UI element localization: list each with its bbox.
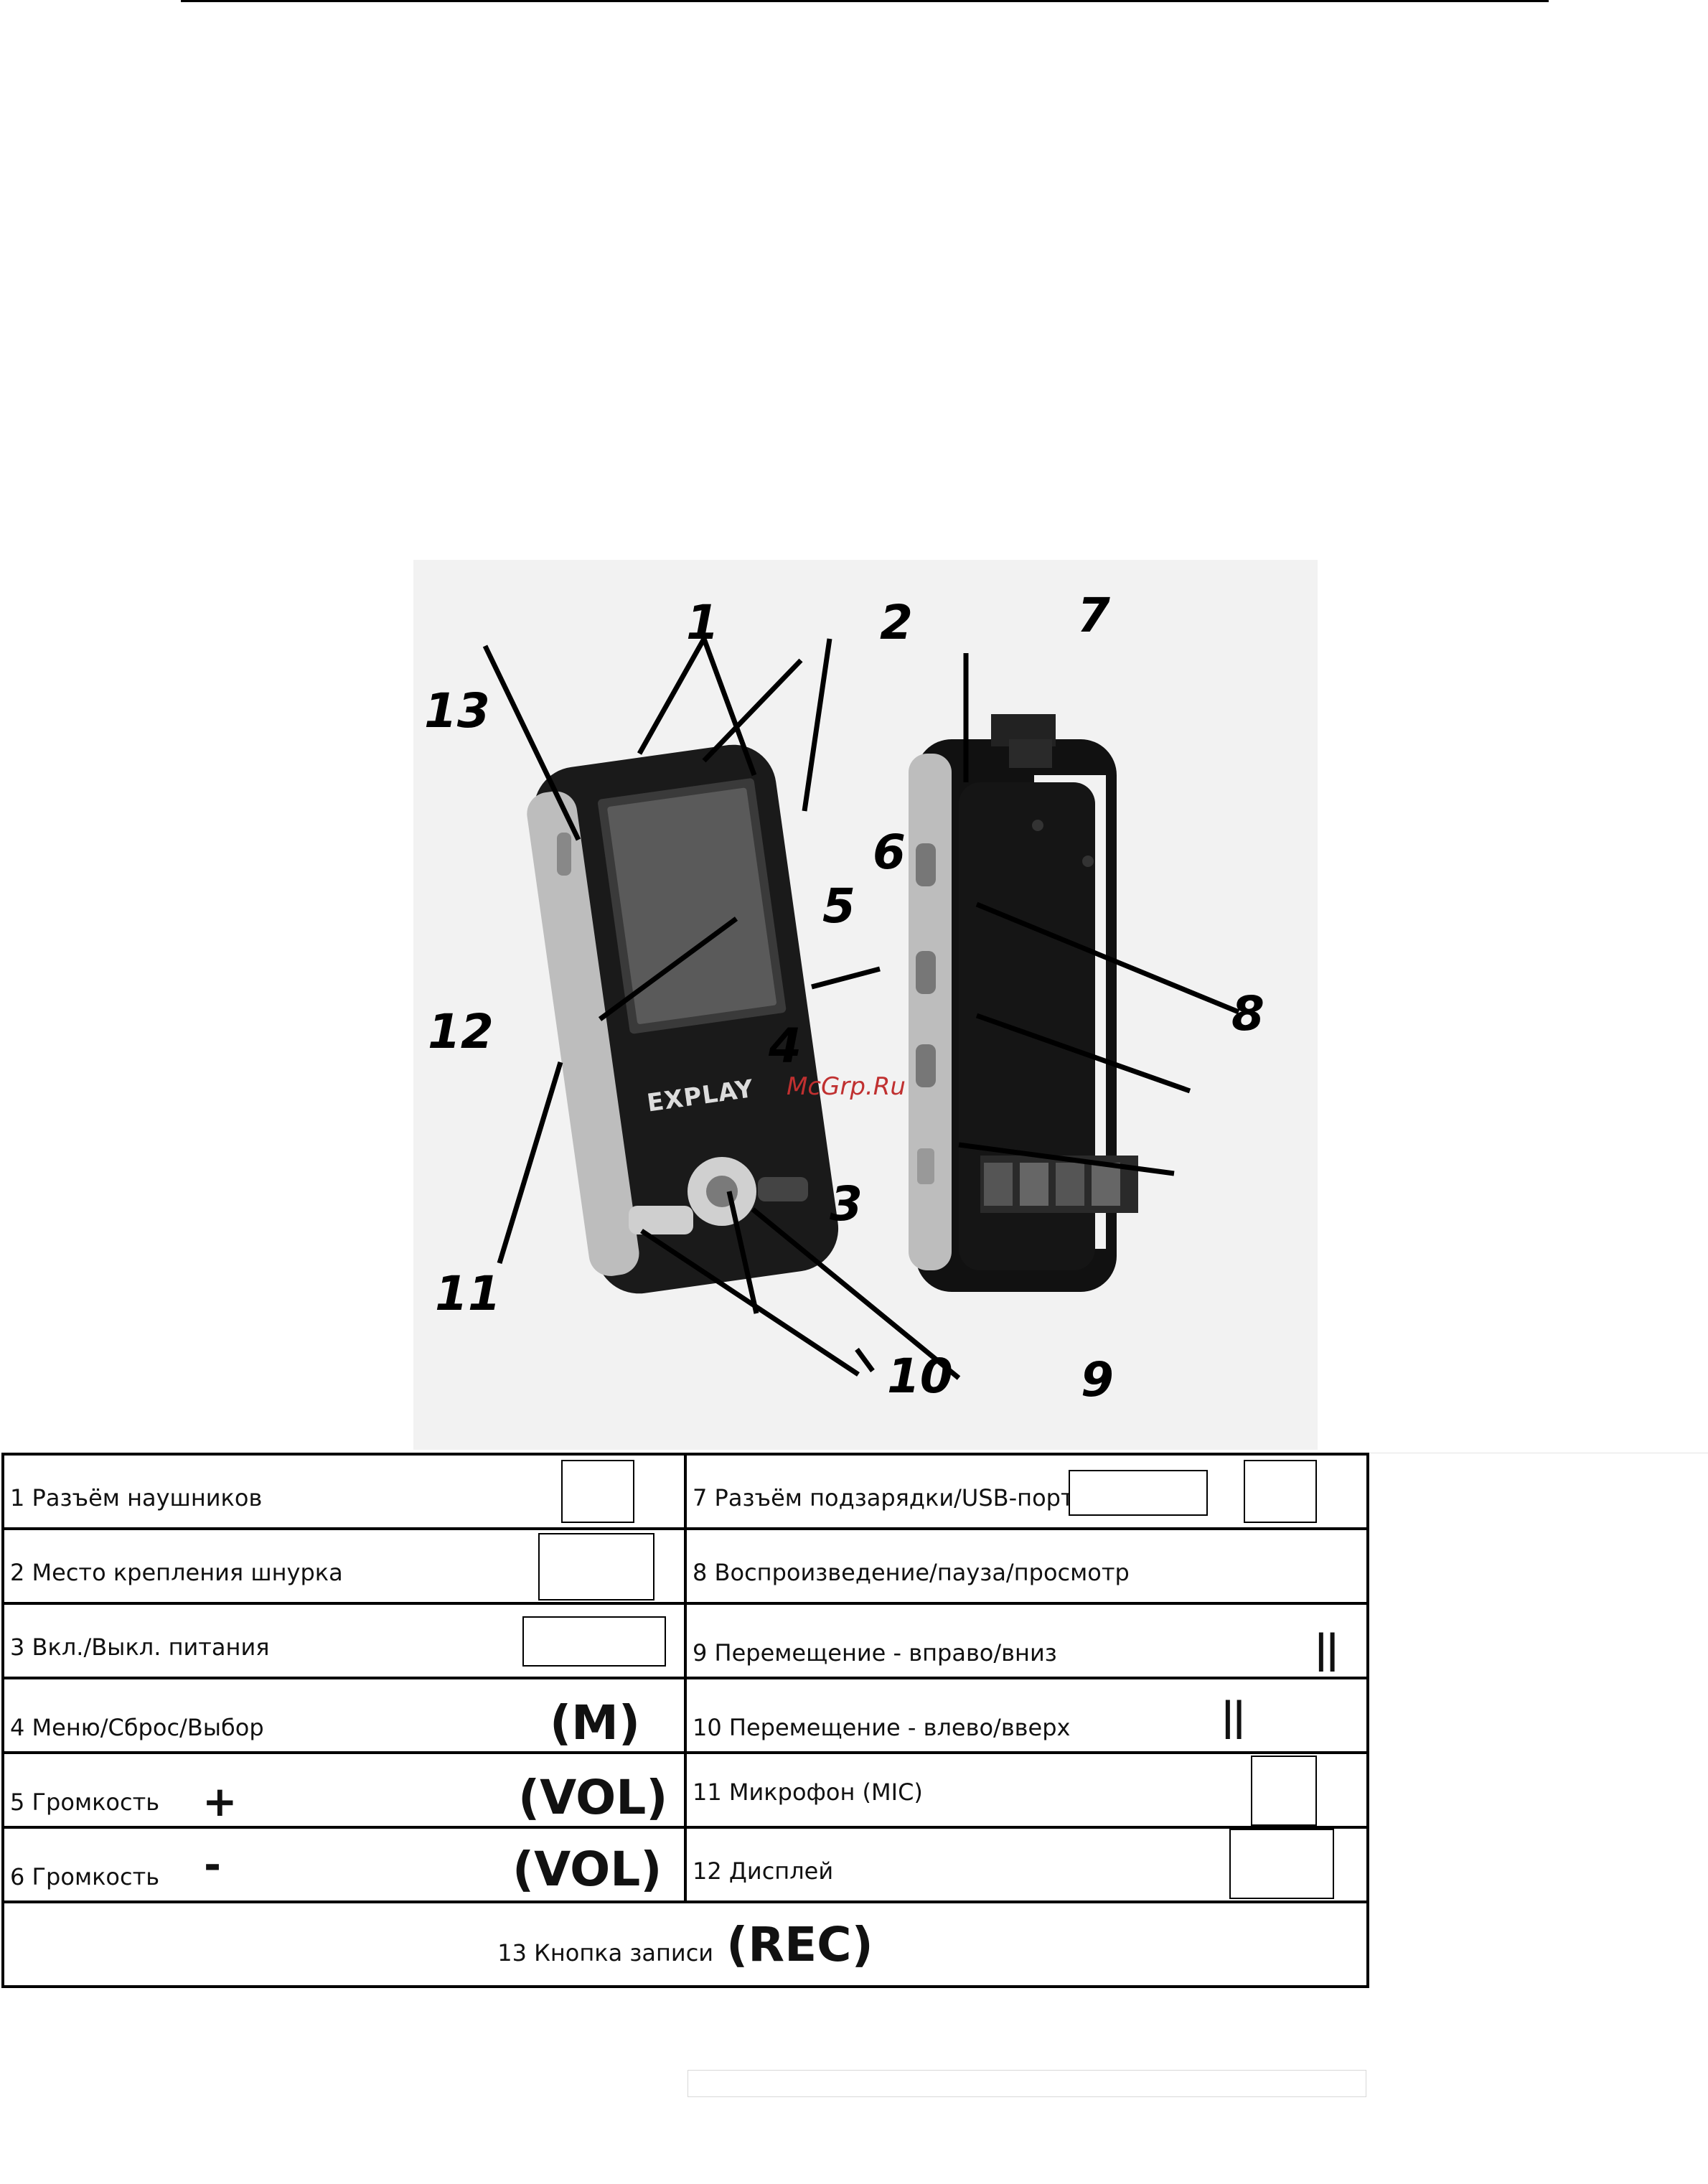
minus-symbol: -: [204, 1840, 222, 1889]
legend-cell: 5 Громкость + (VOL): [1, 1751, 687, 1829]
record-symbol: (REC): [726, 1916, 873, 1972]
legend-item-12: 12 Дисплей: [693, 1857, 834, 1885]
volume-down-symbol: (VOL): [512, 1842, 662, 1897]
callout-4: 4: [768, 1018, 802, 1074]
legend-item-4: 4 Меню/Сброс/Выбор: [10, 1714, 264, 1741]
callout-2: 2: [880, 595, 913, 650]
device-illustration: EXPLAY: [424, 588, 1264, 1407]
legend-cell: 11 Микрофон (MIC): [684, 1751, 1369, 1829]
plus-symbol: +: [202, 1777, 238, 1826]
front-device: EXPLAY: [527, 744, 839, 1294]
icon-placeholder-box: [1251, 1756, 1317, 1826]
icon-placeholder-box: [1069, 1470, 1208, 1516]
callout-1: 1: [686, 595, 719, 650]
legend-item-6: 6 Громкость: [10, 1863, 160, 1890]
table-row: 13 Кнопка записи (REC): [1, 1901, 1369, 1988]
legend-cell: 2 Место крепления шнурка: [1, 1527, 687, 1605]
callout-3: 3: [830, 1176, 863, 1232]
legend-cell: 12 Дисплей: [684, 1826, 1369, 1903]
legend-cell: 1 Разъём наушников: [1, 1453, 687, 1530]
legend-item-11: 11 Микрофон (MIC): [693, 1778, 923, 1806]
callout-12: 12: [428, 1004, 494, 1059]
legend-item-1: 1 Разъём наушников: [10, 1484, 263, 1512]
legend-item-13: 13 Кнопка записи: [497, 1939, 714, 1967]
back-device: [909, 714, 1138, 1292]
callout-8: 8: [1231, 986, 1264, 1041]
legend-cell: 9 Перемещение - вправо/вниз ||: [684, 1602, 1369, 1679]
table-row: 1 Разъём наушников 7 Разъём подзарядки/U…: [1, 1453, 1369, 1530]
table-row: 2 Место крепления шнурка 8 Воспроизведен…: [1, 1527, 1369, 1605]
icon-placeholder-box: [561, 1460, 634, 1523]
callout-13: 13: [424, 683, 490, 739]
legend-cell: 8 Воспроизведение/пауза/просмотр: [684, 1527, 1369, 1605]
callout-arrows: [482, 637, 969, 1265]
pause-icon: ||: [1314, 1626, 1340, 1672]
legend-item-5: 5 Громкость: [10, 1789, 160, 1816]
legend-cell: 6 Громкость - (VOL): [1, 1826, 687, 1903]
callout-7: 7: [1077, 588, 1110, 643]
callout-10: 10: [887, 1349, 953, 1404]
icon-placeholder-box: [1244, 1460, 1317, 1523]
legend-cell: 4 Меню/Сброс/Выбор (M): [1, 1677, 687, 1754]
callout-5: 5: [822, 878, 855, 934]
top-rule: [181, 0, 1549, 2]
legend-item-10: 10 Перемещение - влево/вверх: [693, 1714, 1071, 1741]
callout-6: 6: [873, 825, 906, 880]
legend-item-3: 3 Вкл./Выкл. питания: [10, 1634, 270, 1661]
device-figure: EXPLAY: [413, 560, 1318, 1450]
table-row: 3 Вкл./Выкл. питания 9 Перемещение - впр…: [1, 1602, 1369, 1679]
legend-item-9: 9 Перемещение - вправо/вниз: [693, 1639, 1057, 1667]
legend-cell: 10 Перемещение - влево/вверх ||: [684, 1677, 1369, 1754]
legend-cell: 7 Разъём подзарядки/USB-порт: [684, 1453, 1369, 1530]
watermark: McGrp.Ru: [787, 1072, 906, 1101]
legend-item-2: 2 Место крепления шнурка: [10, 1559, 343, 1586]
volume-up-symbol: (VOL): [518, 1770, 668, 1825]
callout-9: 9: [1081, 1352, 1114, 1407]
table-row: 5 Громкость + (VOL) 11 Микрофон (MIC): [1, 1751, 1369, 1829]
legend-cell: 3 Вкл./Выкл. питания: [1, 1602, 687, 1679]
faint-empty-row: [688, 2070, 1366, 2097]
legend-cell-wide: 13 Кнопка записи (REC): [1, 1901, 1369, 1988]
legend-table: 1 Разъём наушников 7 Разъём подзарядки/U…: [1, 1453, 1369, 1988]
table-row: 6 Громкость - (VOL) 12 Дисплей: [1, 1826, 1369, 1903]
callout-11: 11: [435, 1266, 501, 1321]
icon-placeholder-box: [538, 1533, 654, 1600]
legend-item-7: 7 Разъём подзарядки/USB-порт: [693, 1484, 1074, 1512]
table-row: 4 Меню/Сброс/Выбор (M) 10 Перемещение - …: [1, 1677, 1369, 1754]
icon-placeholder-box: [522, 1616, 666, 1667]
pause-icon: ||: [1221, 1694, 1247, 1739]
legend-item-8: 8 Воспроизведение/пауза/просмотр: [693, 1559, 1130, 1586]
menu-symbol: (M): [550, 1695, 641, 1751]
icon-placeholder-box: [1229, 1829, 1334, 1899]
